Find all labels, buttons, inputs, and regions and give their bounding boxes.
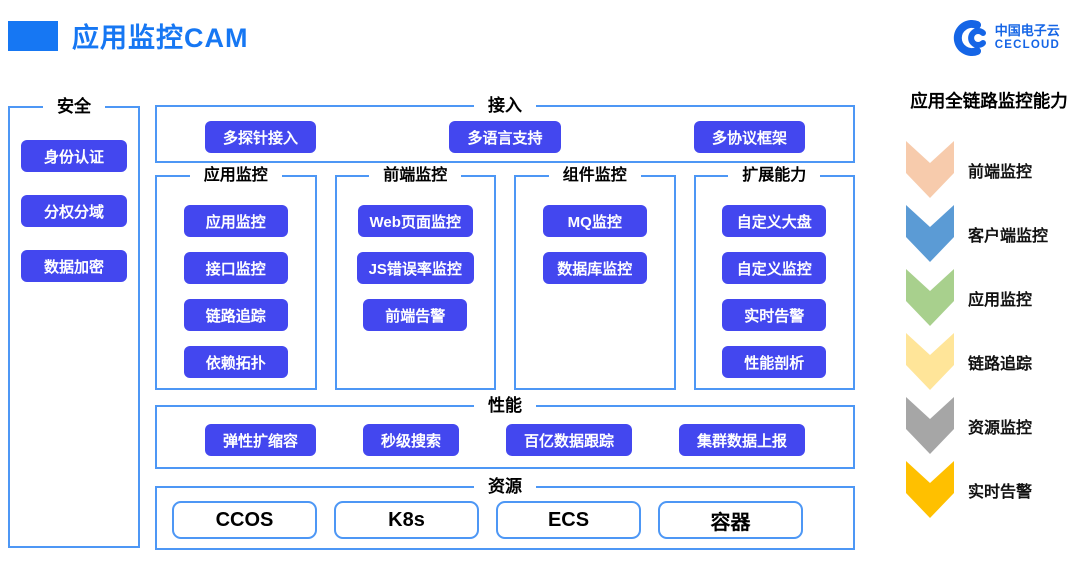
capability-row: 前端监控: [900, 141, 1078, 199]
page-header: 应用监控CAM: [8, 16, 249, 55]
security-panel: 安全 身份认证 分权分域 数据加密: [8, 96, 140, 548]
column-component-monitoring: 组件监控 MQ监控 数据库监控: [514, 165, 676, 390]
feature-pill: 前端告警: [363, 299, 468, 331]
performance-item: 百亿数据跟踪: [505, 424, 632, 456]
logo-brand-cn: 中国电子云: [994, 22, 1060, 38]
capability-row: 应用监控: [900, 269, 1078, 327]
performance-panel: 性能 弹性扩缩容 秒级搜索 百亿数据跟踪 集群数据上报: [155, 395, 855, 469]
feature-pill: JS错误率监控: [356, 252, 474, 284]
chevron-down-icon: [906, 205, 954, 262]
access-panel-title: 接入: [474, 95, 536, 117]
feature-pill: Web页面监控: [357, 205, 473, 237]
capability-label: 资源监控: [968, 420, 1033, 437]
security-item: 分权分域: [21, 195, 127, 227]
resource-item: K8s: [334, 501, 479, 539]
access-item: 多协议框架: [693, 121, 805, 153]
feature-pill: 应用监控: [183, 205, 288, 237]
performance-item: 集群数据上报: [678, 424, 805, 456]
performance-item: 秒级搜索: [362, 424, 459, 456]
capability-label: 链路追踪: [968, 356, 1033, 373]
access-item: 多语言支持: [449, 121, 561, 153]
feature-pill: 实时告警: [722, 299, 827, 331]
feature-pill: 自定义大盘: [722, 205, 827, 237]
chevron-down-icon: [906, 333, 954, 390]
logo-brand-en: CECLOUD: [994, 38, 1060, 51]
chevron-down-icon: [906, 461, 954, 518]
capabilities-title: 应用全链路监控能力: [910, 91, 1068, 111]
security-item: 数据加密: [21, 250, 127, 282]
capability-label: 客户端监控: [968, 228, 1049, 245]
security-item: 身份认证: [21, 140, 127, 172]
cecloud-logo: 中国电子云 CECLOUD: [947, 20, 1060, 56]
resource-item: ECS: [496, 501, 641, 539]
column-title: 组件监控: [548, 165, 641, 187]
cecloud-logo-text: 中国电子云 CECLOUD: [994, 22, 1060, 52]
security-panel-title: 安全: [43, 96, 105, 118]
performance-panel-title: 性能: [474, 395, 536, 417]
resource-item: 容器: [658, 501, 803, 539]
resource-panel: 资源 CCOS K8s ECS 容器: [155, 476, 855, 550]
chevron-down-icon: [906, 397, 954, 454]
access-panel: 接入 多探针接入 多语言支持 多协议框架: [155, 95, 855, 163]
column-title: 应用监控: [189, 165, 282, 187]
feature-pill: MQ监控: [542, 205, 647, 237]
column-title: 扩展能力: [728, 165, 821, 187]
capabilities-panel: 应用全链路监控能力 前端监控 客户端监控 应用监控 链路追踪: [900, 88, 1078, 525]
title-accent-bar: [8, 20, 58, 51]
capability-label: 应用监控: [968, 292, 1033, 309]
capability-row: 资源监控: [900, 397, 1078, 455]
resource-panel-title: 资源: [474, 476, 536, 498]
column-frontend-monitoring: 前端监控 Web页面监控 JS错误率监控 前端告警: [334, 165, 496, 390]
capability-label: 实时告警: [968, 484, 1033, 501]
feature-pill: 链路追踪: [183, 299, 288, 331]
column-app-monitoring: 应用监控 应用监控 接口监控 链路追踪 依赖拓扑: [155, 165, 317, 390]
monitoring-columns: 应用监控 应用监控 接口监控 链路追踪 依赖拓扑 前端监控 Web页面监控 JS…: [155, 165, 855, 390]
resource-item: CCOS: [172, 501, 317, 539]
feature-pill: 接口监控: [183, 252, 288, 284]
cecloud-logo-icon: [953, 20, 986, 56]
chevron-down-icon: [906, 269, 954, 326]
page-title: 应用监控CAM: [72, 23, 249, 53]
capability-row: 链路追踪: [900, 333, 1078, 391]
capability-row: 客户端监控: [900, 205, 1078, 263]
feature-pill: 自定义监控: [722, 252, 827, 284]
access-item: 多探针接入: [205, 121, 317, 153]
performance-item: 弹性扩缩容: [205, 424, 317, 456]
feature-pill: 依赖拓扑: [183, 346, 288, 378]
feature-pill: 数据库监控: [542, 252, 647, 284]
column-extension-capability: 扩展能力 自定义大盘 自定义监控 实时告警 性能剖析: [693, 165, 855, 390]
capability-row: 实时告警: [900, 461, 1078, 519]
capability-label: 前端监控: [968, 164, 1033, 181]
feature-pill: 性能剖析: [722, 346, 827, 378]
column-title: 前端监控: [369, 165, 462, 187]
chevron-down-icon: [906, 141, 954, 198]
